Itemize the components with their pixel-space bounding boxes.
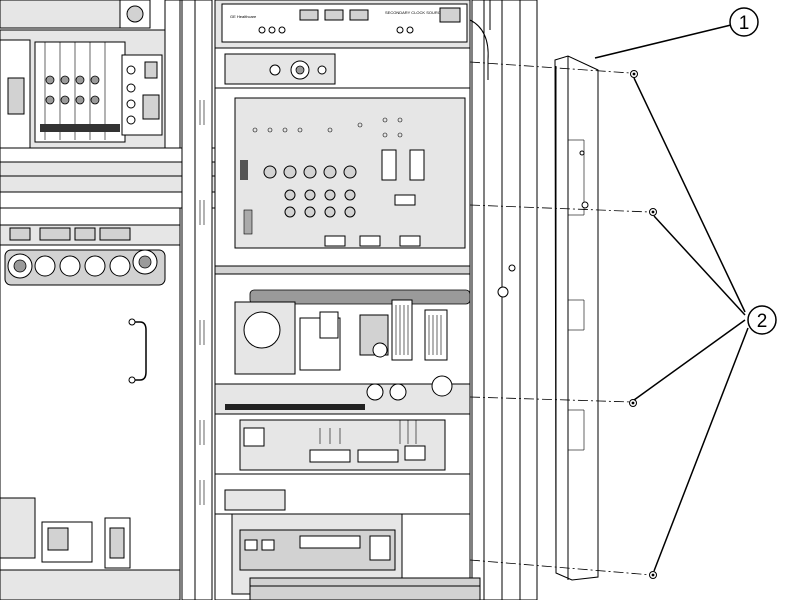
callout-2-label: 2 (757, 311, 768, 332)
callout-1: 1 (729, 7, 759, 37)
screw-set (629, 70, 657, 579)
alignment-lines (469, 61, 653, 576)
screw-lower-middle (629, 399, 637, 407)
left-cabinet-section (0, 0, 221, 600)
screw-bottom (649, 571, 657, 579)
callout-2: 2 (747, 305, 777, 335)
connector-panel (214, 87, 471, 267)
side-cover-panel (554, 55, 599, 581)
cabinet-handle (132, 321, 147, 381)
valve-manifold (4, 249, 166, 286)
callout-1-label: 1 (739, 13, 750, 34)
clock-module-label: SECONDARY CLOCK SOURCE (385, 10, 444, 15)
center-rack: GE Healthcare SECONDARY CLOCK SOURCE (181, 0, 503, 600)
screw-top (630, 70, 638, 78)
right-frame (469, 0, 538, 600)
scanner-module (214, 273, 471, 385)
screw-upper-middle (649, 208, 657, 216)
leader-lines (594, 24, 749, 572)
io-module (214, 413, 471, 475)
brand-label: GE Healthcare (230, 14, 257, 19)
clock-module: GE Healthcare SECONDARY CLOCK SOURCE (214, 0, 471, 49)
